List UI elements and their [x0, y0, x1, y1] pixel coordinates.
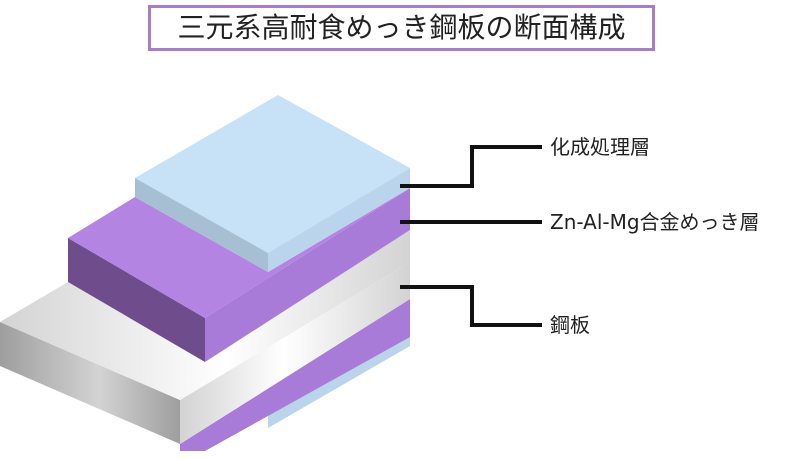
conversion-layer-left-face: [135, 178, 268, 272]
leader-line-steel: [400, 285, 542, 327]
label-steel-sheet: 鋼板: [550, 313, 590, 337]
upper-plating-layer-left-face: [68, 238, 205, 362]
label-zn-al-mg-plating-layer: Zn-Al-Mg合金めっき層: [550, 210, 760, 234]
diagram-title: 三元系高耐食めっき鋼板の断面構成: [148, 5, 655, 51]
upper-plating-layer-top-face: [68, 188, 410, 318]
lower-plating-layer-right-face: [180, 299, 410, 451]
steel-sheet-right-face: [180, 262, 410, 444]
conversion-layer-right-face: [268, 168, 410, 272]
leader-line-conversion: [400, 145, 542, 188]
label-chemical-conversion-layer: 化成処理層: [550, 135, 650, 159]
conversion-layer-top-face: [135, 95, 410, 253]
upper-plating-layer-right-face: [205, 188, 410, 362]
steel-sheet-top-face: [0, 230, 410, 400]
steel-sheet-end-face: [0, 322, 180, 444]
